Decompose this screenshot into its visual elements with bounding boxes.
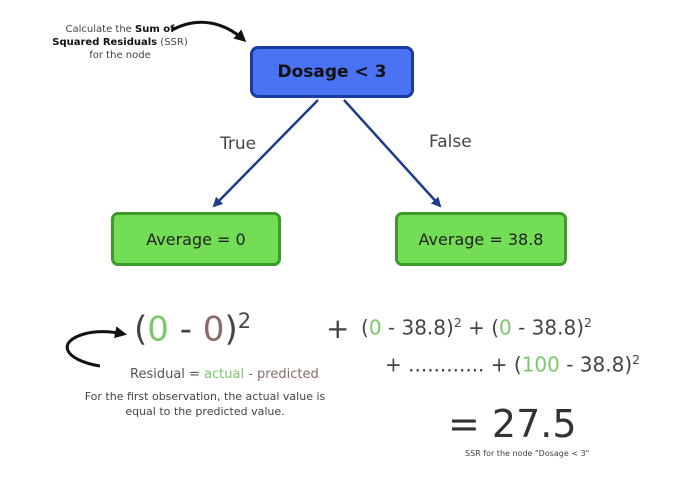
note-curved-arrow xyxy=(171,20,247,43)
ellipsis-text: + ............ + ( xyxy=(385,352,522,377)
actual-value: 0 xyxy=(147,309,169,350)
root-node: Dosage < 3 xyxy=(250,46,414,98)
predicted-part: - 38.8 xyxy=(559,352,625,377)
left-leaf-node: Average = 0 xyxy=(111,212,281,266)
left-leaf-label: Average = 0 xyxy=(146,229,246,249)
note-bold-text: Squared Residuals xyxy=(52,37,158,48)
predicted-part: - 38.8 xyxy=(511,315,577,340)
actual-word: actual xyxy=(204,367,245,382)
predicted-word: - predicted xyxy=(244,367,319,382)
actual-value: 100 xyxy=(521,352,560,377)
right-leaf-label: Average = 38.8 xyxy=(418,229,544,249)
right-leaf-node: Average = 38.8 xyxy=(395,212,567,266)
plus-sign: + xyxy=(326,312,350,345)
first-observation-explanation: For the first observation, the actual va… xyxy=(70,389,340,419)
false-branch-label: False xyxy=(429,132,472,152)
note-bold-text: Sum of xyxy=(135,24,175,35)
predicted-part: - 38.8 xyxy=(381,315,447,340)
true-branch-label: True xyxy=(220,134,257,154)
exponent: 2 xyxy=(237,308,252,333)
note-text: for the node xyxy=(89,50,151,61)
first-squared-residual: (0 - 0)2 xyxy=(134,308,252,350)
explanation-line: For the first observation, the actual va… xyxy=(84,390,326,403)
false-branch-arrow xyxy=(343,99,442,208)
residual-label: Residual = actual - predicted xyxy=(130,367,319,382)
exponent: 2 xyxy=(453,315,462,330)
exponent: 2 xyxy=(632,352,641,367)
minus-sign: - xyxy=(168,309,203,350)
note-text: (SSR) xyxy=(160,37,188,48)
ssr-result: = 27.5 xyxy=(448,402,577,446)
note-text: Calculate the xyxy=(65,24,132,35)
sum-line-1: (0 - 38.8)2 + (0 - 38.8)2 xyxy=(361,315,592,340)
ssr-caption: SSR for the node "Dosage < 3" xyxy=(465,449,590,458)
root-node-label: Dosage < 3 xyxy=(277,62,387,82)
explanation-line: equal to the predicted value. xyxy=(125,405,285,418)
actual-value: 0 xyxy=(499,315,512,340)
exponent: 2 xyxy=(584,315,592,330)
actual-value: 0 xyxy=(368,315,382,340)
predicted-value: 0 xyxy=(202,309,225,350)
true-branch-arrow xyxy=(212,99,319,208)
residual-curved-arrow xyxy=(65,326,127,368)
join-text: + ( xyxy=(461,315,499,340)
sum-line-2: + ............ + (100 - 38.8)2 xyxy=(385,352,641,377)
residual-prefix: Residual = xyxy=(130,367,205,382)
ssr-note: Calculate the Sum of Squared Residuals (… xyxy=(40,23,200,62)
